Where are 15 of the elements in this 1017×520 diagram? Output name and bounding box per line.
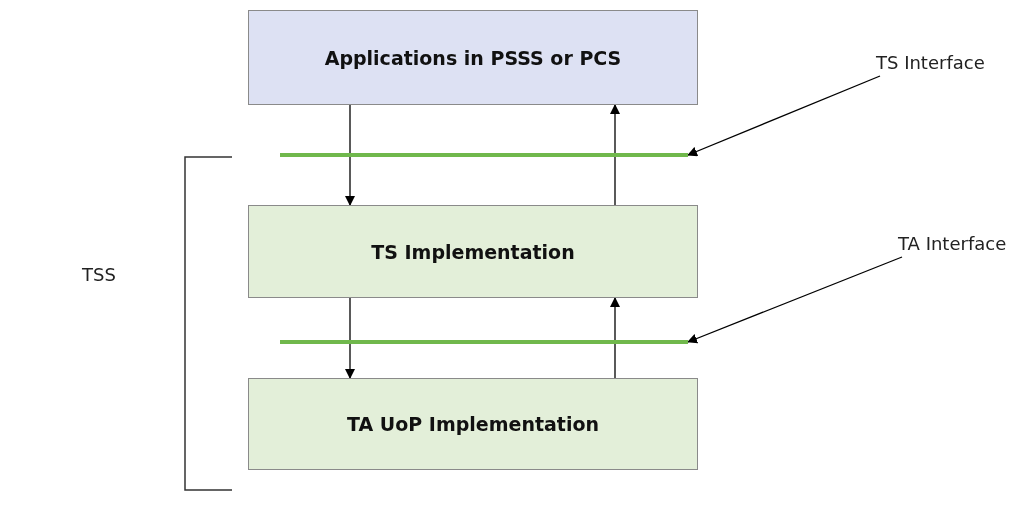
- layer-box: [248, 205, 698, 298]
- arrow: [610, 104, 620, 206]
- layer-box: [248, 10, 698, 105]
- bracket-label: TSS: [82, 264, 116, 285]
- leader-line: [687, 256, 903, 344]
- layer-box: [248, 378, 698, 470]
- interface-label: TA Interface: [898, 233, 1007, 254]
- arrow: [345, 104, 355, 206]
- interface-label: TS Interface: [876, 52, 985, 73]
- box-label: Applications in PSSS or PCS: [324, 46, 622, 69]
- arrow: [610, 297, 620, 379]
- box-label: TS Implementation: [371, 240, 575, 263]
- box-label: TA UoP Implementation: [347, 413, 599, 435]
- arrow: [345, 297, 355, 379]
- leader-line: [687, 75, 881, 157]
